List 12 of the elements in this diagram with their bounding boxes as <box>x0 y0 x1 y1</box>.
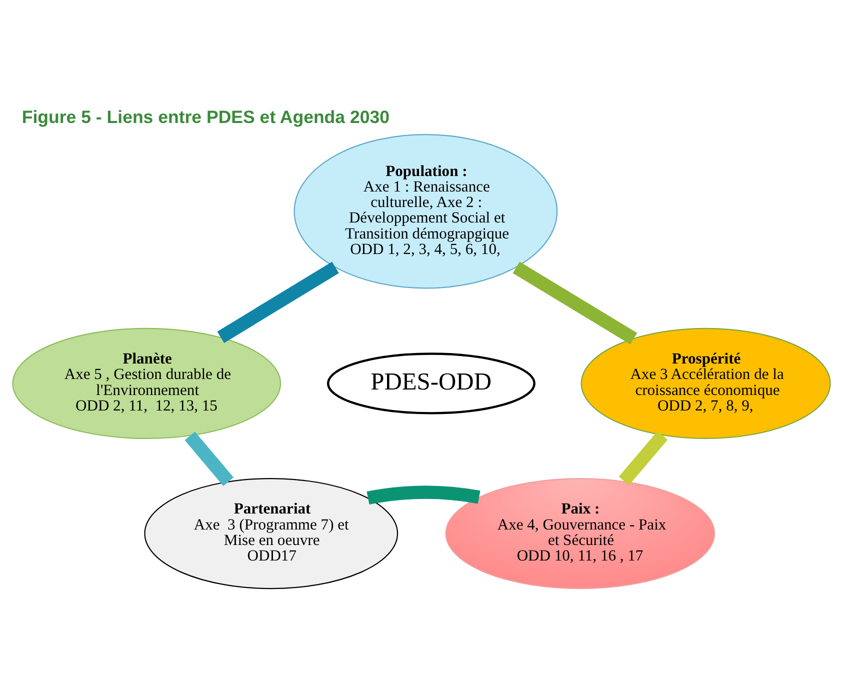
connector <box>512 262 638 344</box>
connector <box>184 432 234 486</box>
connector <box>217 262 339 343</box>
connector <box>618 431 668 486</box>
connector <box>366 486 480 505</box>
diagram-title: Figure 5 - Liens entre PDES et Agenda 2030 <box>22 107 390 128</box>
node-ellipse: Planète Axe 5 , Gestion durable de l'Environnement ODD 2, 11, 12, 13, 15 <box>12 328 282 440</box>
node-ellipse: Prospérité Axe 3 Accélération de la croissance économique ODD 2, 7, 8, 9, <box>580 328 831 440</box>
node-ellipse: Paix : Axe 4, Gouvernance - Paix et Sécurité ODD 10, 11, 16 , 17 <box>445 478 716 590</box>
node-ellipse: Population : Axe 1 : Renaissance culturelle, Axe 2 : Développement Social et Transition démograpgique ODD 1, 2, 3, 4, 5, 6, 10, <box>294 134 558 289</box>
node-ellipse: PDES-ODD <box>327 352 536 414</box>
node-ellipse: Partenariat Axe 3 (Programme 7) et Mise en oeuvre ODD17 <box>144 478 398 590</box>
